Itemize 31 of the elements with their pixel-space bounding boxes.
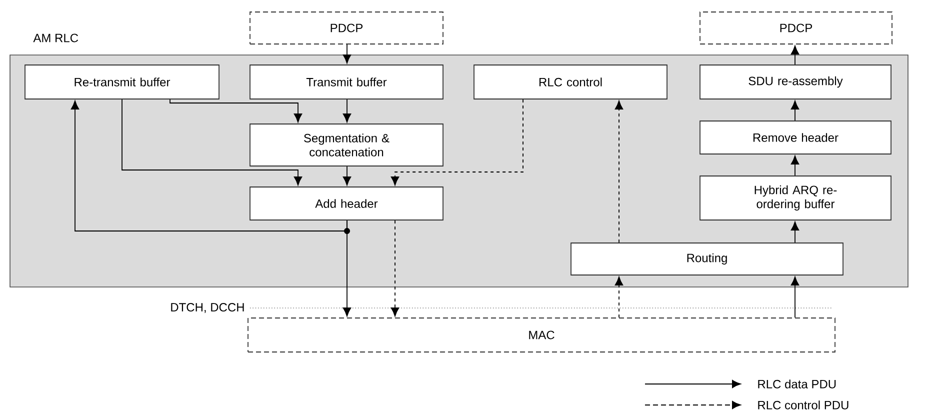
process-box: Hybrid ARQ re-ordering buffer bbox=[700, 176, 892, 220]
arrow bbox=[390, 220, 400, 316]
arrow bbox=[390, 99, 524, 186]
arrow bbox=[790, 156, 800, 176]
arrow bbox=[790, 276, 800, 318]
arrow bbox=[614, 100, 624, 243]
arrow bbox=[342, 99, 352, 122]
arrow bbox=[122, 99, 302, 186]
process-box: Routing bbox=[570, 242, 844, 276]
process-box: Add header bbox=[250, 186, 444, 220]
process-box: Transmit buffer bbox=[250, 64, 444, 100]
arrow bbox=[342, 44, 352, 64]
arrow bbox=[342, 166, 352, 186]
arrow bbox=[614, 276, 624, 318]
arrow bbox=[790, 100, 800, 121]
process-box: Segmentation & concatenation bbox=[250, 124, 444, 166]
process-box: RLC control bbox=[474, 64, 668, 100]
arrow bbox=[790, 222, 800, 243]
channel-label: DTCH, DCCH bbox=[171, 303, 244, 313]
process-box: Re-transmit buffer bbox=[24, 64, 220, 100]
process-box: SDU re-assembly bbox=[700, 64, 892, 100]
layer-box: PDCP bbox=[250, 12, 444, 44]
legend-text: RLC control PDU bbox=[758, 400, 848, 410]
process-box: Remove header bbox=[700, 120, 892, 154]
arrow bbox=[70, 100, 348, 232]
layer-box: PDCP bbox=[700, 12, 892, 44]
layer-box: MAC bbox=[248, 318, 836, 352]
arrow bbox=[790, 46, 800, 65]
legend-text: RLC data PDU bbox=[758, 380, 836, 388]
arrow bbox=[170, 99, 302, 122]
group-heading: AM RLC bbox=[33, 34, 78, 42]
